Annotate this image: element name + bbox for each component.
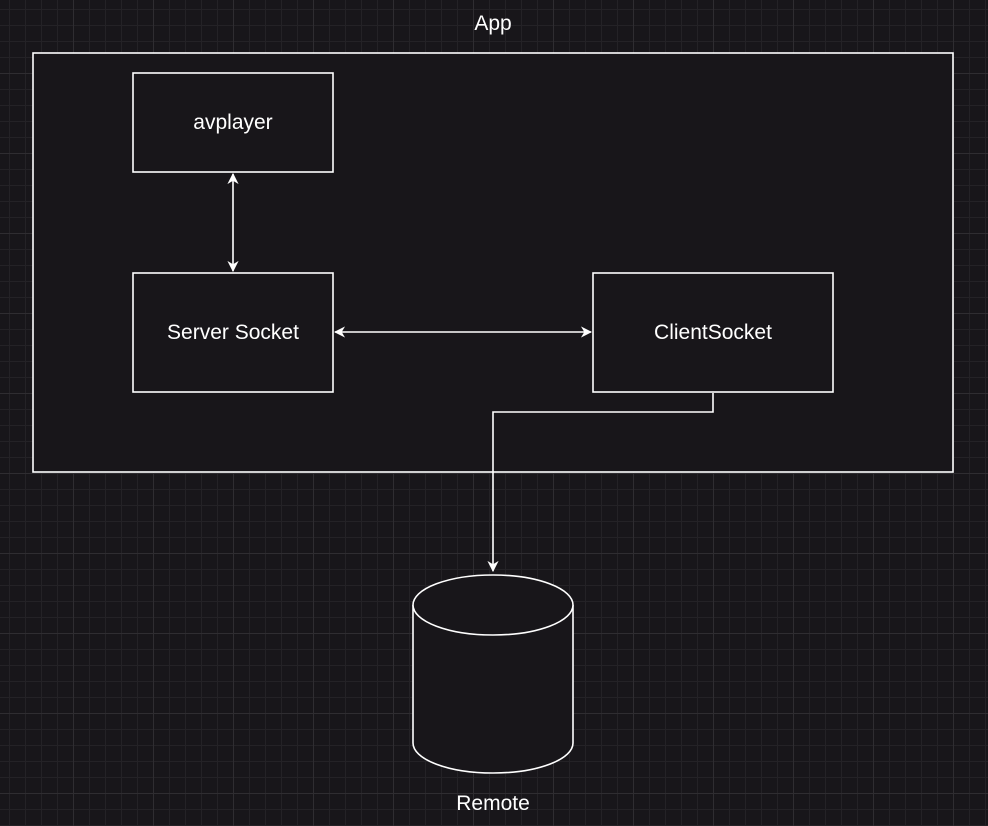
- app-container-label: App: [474, 12, 512, 35]
- client-socket-label: ClientSocket: [654, 321, 772, 344]
- avplayer-label: avplayer: [193, 111, 273, 134]
- server-socket-label: Server Socket: [167, 321, 299, 344]
- client-socket-remote-arrow[interactable]: [487, 393, 714, 573]
- remote-label: Remote: [456, 792, 530, 815]
- avplayer-box[interactable]: [132, 72, 334, 173]
- server-socket-box[interactable]: [132, 272, 334, 393]
- remote-database-icon[interactable]: [412, 574, 574, 774]
- client-socket-box[interactable]: [592, 272, 834, 393]
